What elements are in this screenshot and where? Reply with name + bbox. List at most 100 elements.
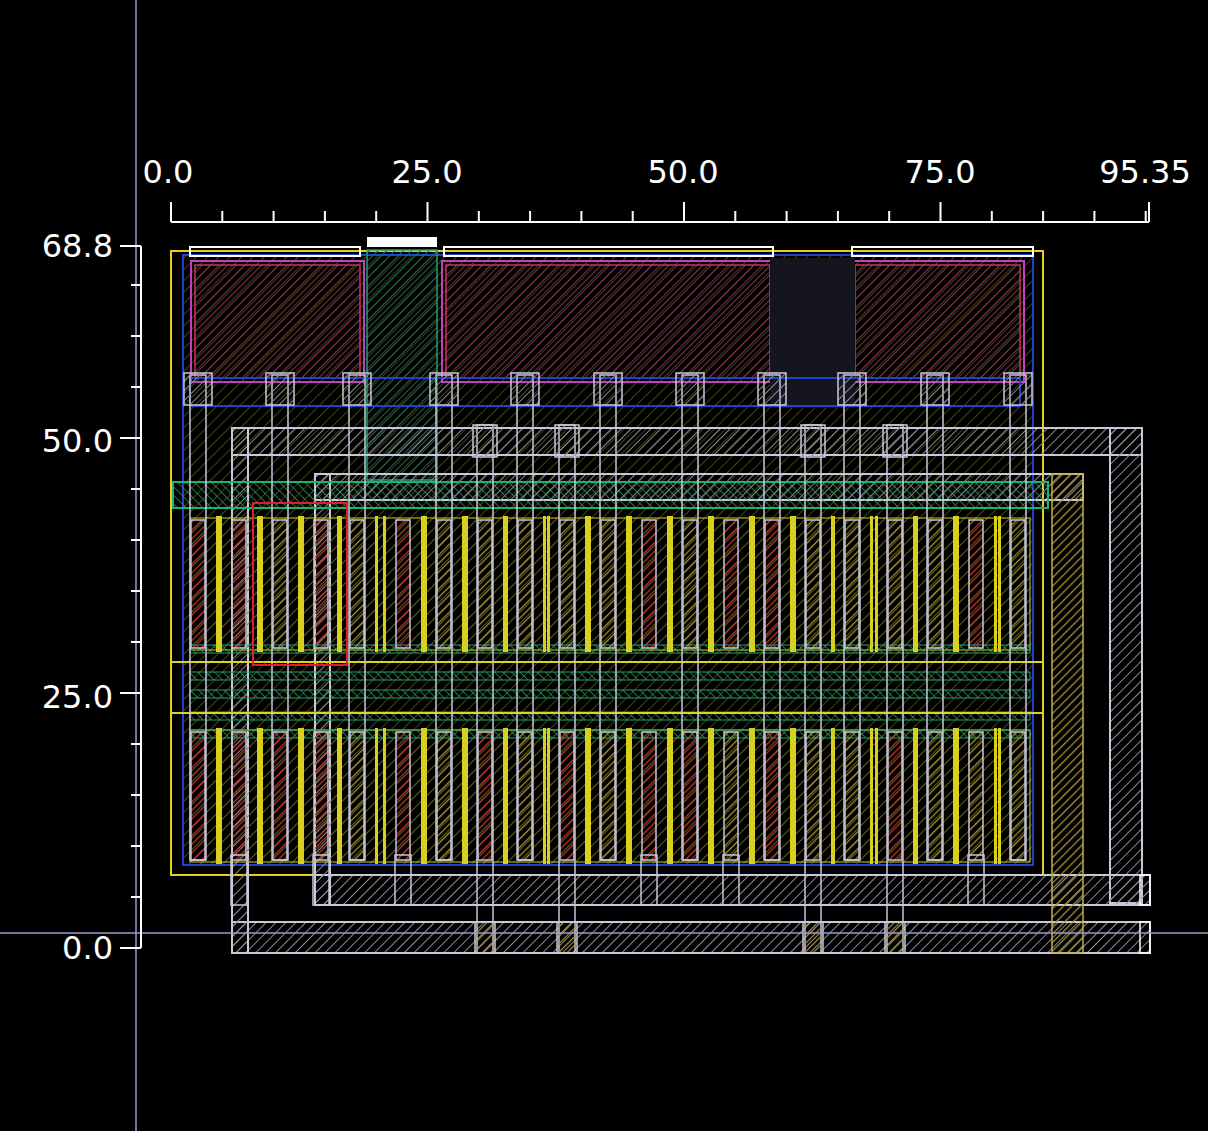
gate-line [752,516,755,652]
gate-line [915,516,918,652]
mid-band [190,640,1030,740]
contact-pad [801,425,825,457]
poly-strip [173,482,1048,508]
gate-line [424,728,427,864]
metal-column [600,375,616,860]
gate-line [257,516,260,652]
ruler-line [120,245,141,247]
gate-line [375,516,378,652]
diffusion-finger [765,732,779,860]
gate-line [711,516,714,652]
ruler-line [131,386,141,388]
gate-line [790,728,793,864]
ruler-line [1042,211,1044,222]
gate-line [585,728,588,864]
diffusion-finger [314,520,328,648]
poly-band [190,690,1030,698]
gate-line [629,516,632,652]
ruler-label: 0.0 [143,156,194,188]
well-edge [171,712,1043,714]
gate-line [870,728,873,864]
gate-line [626,516,629,652]
metal-column [1010,375,1026,860]
metal-column [844,375,860,860]
gate-line [832,516,835,652]
contact-pad [838,373,866,405]
gate-line [875,728,878,864]
metal-column [349,375,365,860]
gate-line [543,728,546,864]
diffusion-finger [724,732,738,860]
gate-line [301,728,304,864]
gate-line [998,516,1001,652]
metal-column [477,425,493,953]
tap-region [195,265,360,378]
pin-marker [1140,922,1150,953]
diffusion-finger [683,732,697,860]
ruler-line [375,211,377,222]
gate-line [953,516,956,652]
gate-line [667,516,670,652]
gate-line [711,728,714,864]
diffusion-finger [765,520,779,648]
pin-marker [1140,875,1150,905]
via-pad [557,922,577,953]
gate-line [752,728,755,864]
gate-line [588,728,591,864]
gate-line [670,728,673,864]
ruler-label: 0.0 [62,932,113,964]
contact-pad [921,373,949,405]
origin-line [0,932,1208,934]
gate-line [298,728,301,864]
gate-line [749,516,752,652]
ruler-line [131,539,141,541]
ruler-line [529,211,531,222]
gate-line [219,728,222,864]
metal-column [764,375,780,860]
diffusion-finger [560,732,574,860]
ruler-label: 68.8 [42,230,113,262]
metal-column [231,855,247,905]
gate-line [465,516,468,652]
diffusion-finger [518,732,532,860]
metal-strap [232,428,1142,455]
gate-line [337,516,340,652]
metal-column [559,425,575,953]
diffusion-finger [1011,520,1025,648]
contact-pad [758,373,786,405]
pin-marker [367,237,437,247]
diffusion-finger [1011,732,1025,860]
metal-column [927,375,943,860]
gate-line [216,516,219,652]
gate-line [505,516,508,652]
diffusion-finger [969,520,983,648]
gate-line [626,728,629,864]
metal-strap [232,922,1150,953]
ruler-line [170,202,172,222]
ruler-line [131,488,141,490]
contact-pad [511,373,539,405]
gate-line [831,516,834,652]
tap-region [446,265,770,378]
diffusion-finger [806,520,820,648]
diffusion-finger [191,520,205,648]
diffusion-finger [601,732,615,860]
metal-column [682,375,698,860]
gate-line [875,516,878,652]
gate-line [375,728,378,864]
ruler-line [478,211,480,222]
ruler-line [131,641,141,643]
metal-column [436,375,452,860]
gate-line [424,516,427,652]
gate-line [793,728,796,864]
gate-line [749,728,752,864]
ruler-line [1093,211,1095,222]
contact-pad [676,373,704,405]
gate-line [832,728,835,864]
contact-pad [555,425,579,457]
gate-line [462,728,465,864]
diffusion-finger [560,520,574,648]
contact-pad [430,373,458,405]
gate-line [543,516,546,652]
diffusion-finger [396,520,410,648]
